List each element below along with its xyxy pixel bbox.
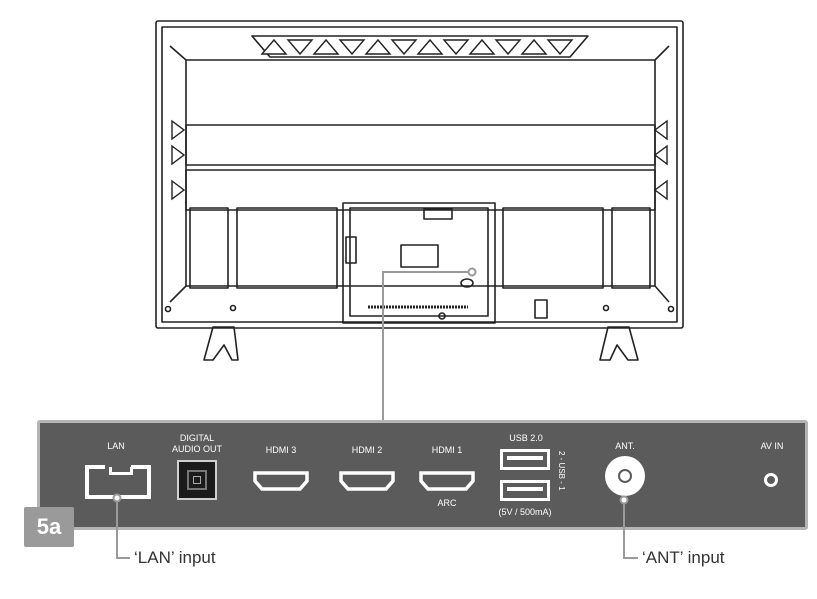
antenna-port[interactable] bbox=[605, 456, 645, 496]
av-in-label: AV IN bbox=[760, 441, 784, 451]
left-bay bbox=[236, 207, 338, 289]
av-in-port[interactable] bbox=[764, 473, 778, 487]
optical-audio-port[interactable] bbox=[177, 460, 217, 500]
figure-badge: 5a bbox=[24, 507, 74, 547]
vent-triangles bbox=[260, 38, 574, 56]
hdmi2-label: HDMI 2 bbox=[351, 445, 383, 455]
vent-triangle bbox=[520, 38, 548, 55]
arc-label: ARC bbox=[437, 498, 457, 508]
right-foot bbox=[599, 326, 639, 361]
vent-triangle bbox=[390, 39, 418, 56]
usb-port-2[interactable] bbox=[500, 449, 550, 470]
connector-housing bbox=[342, 202, 496, 324]
hdmi1-port[interactable] bbox=[419, 471, 475, 491]
connector-panel: LAN DIGITAL AUDIO OUT HDMI 3 HDMI 2 HDMI… bbox=[37, 420, 808, 530]
right-bay bbox=[502, 207, 604, 289]
vent-triangle bbox=[286, 39, 314, 56]
side-hook-triangle bbox=[171, 119, 186, 141]
ant-callout-line bbox=[623, 500, 638, 559]
ant-callout-label: ‘ANT’ input bbox=[642, 548, 725, 567]
vent-triangle bbox=[260, 38, 288, 55]
side-hook-triangles bbox=[171, 119, 668, 201]
tv-rear-illustration bbox=[155, 20, 684, 420]
lan-label: LAN bbox=[107, 441, 125, 451]
hdmi2-port[interactable] bbox=[339, 471, 395, 491]
vent-triangle bbox=[364, 38, 392, 55]
tv-inner-frame bbox=[161, 26, 678, 323]
lan-callout-label: ‘LAN’ input bbox=[134, 548, 216, 567]
ant-callout-dot bbox=[619, 495, 629, 505]
lan-callout-dot bbox=[112, 493, 122, 503]
vent-triangle bbox=[312, 38, 340, 55]
digital-label-line1: DIGITAL bbox=[179, 433, 215, 443]
vent-triangle bbox=[416, 38, 444, 55]
side-hook-triangle bbox=[653, 119, 668, 141]
top-vent-frame bbox=[251, 35, 589, 58]
left-foot bbox=[203, 326, 239, 361]
lan-callout-line bbox=[116, 498, 130, 559]
vent-triangle bbox=[468, 38, 496, 55]
vent-triangle bbox=[442, 39, 470, 56]
side-hook-triangle bbox=[171, 179, 186, 201]
usb-power-label: (5V / 500mA) bbox=[498, 507, 552, 517]
ant-label: ANT. bbox=[615, 441, 635, 451]
hdmi3-label: HDMI 3 bbox=[265, 445, 297, 455]
hdmi3-port[interactable] bbox=[253, 471, 309, 491]
side-hook-triangle bbox=[653, 179, 668, 201]
side-hook-triangle bbox=[171, 144, 186, 166]
hdmi1-label: HDMI 1 bbox=[431, 445, 463, 455]
vent-triangle bbox=[546, 39, 574, 56]
tv-outer-frame bbox=[155, 20, 684, 329]
panel-leader-line bbox=[382, 271, 472, 420]
rib-1 bbox=[185, 124, 656, 166]
panel-leader-dot bbox=[467, 267, 477, 277]
usb-label: USB 2.0 bbox=[509, 433, 543, 443]
vent-triangle bbox=[338, 39, 366, 56]
usb-port-1[interactable] bbox=[500, 480, 550, 501]
digital-label-line2: AUDIO OUT bbox=[171, 444, 223, 454]
vent-triangle bbox=[494, 39, 522, 56]
side-hook-triangle bbox=[653, 144, 668, 166]
